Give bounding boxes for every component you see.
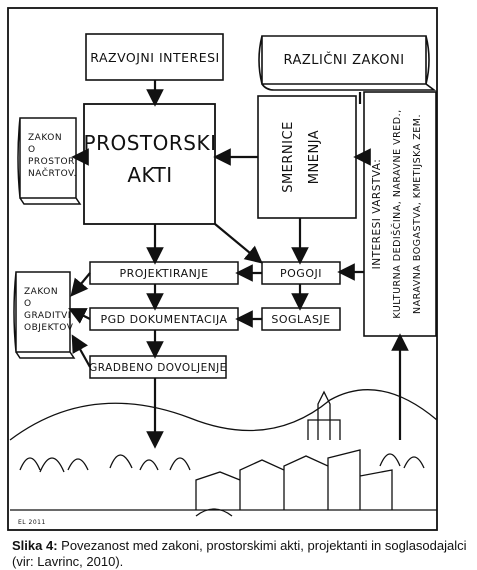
razlicni-zakoni-label: RAZLIČNI ZAKONI [283,52,404,68]
bridge [195,508,233,517]
prostorski-akti-line2: AKTI [127,163,172,187]
trees [19,453,425,473]
book1-line3: PROSTOR. [28,157,78,167]
prostorski-akti-line1: PROSTORSKI [84,131,217,155]
razlicni-zakoni-scroll [258,35,437,91]
figure-caption: Slika 4: Povezanost med zakoni, prostors… [12,538,467,570]
book1-line4: NAČRTOV. [28,167,77,179]
caption-label: Slika 4: [12,538,58,553]
zakon-graditvi-book [13,271,76,359]
gradbeno-label: GRADBENO DOVOLJENJE [89,362,227,374]
book2-line1: ZAKON [24,287,58,297]
landscape-illustration [9,389,438,517]
church [307,390,341,440]
interesi-varstva-line3: NARAVNA BOGASTVA, KMETIJSKA ZEM. [412,114,423,314]
interesi-varstva-line1: INTERESI VARSTVA: [371,159,383,270]
hills [9,389,438,441]
razvojni-interesi-box [85,33,224,81]
zakon-prostor-book [17,117,82,205]
razvojni-interesi-label: RAZVOJNI INTERESI [90,50,219,65]
smernice-label: SMERNICE [281,121,296,193]
buildings [195,449,393,510]
book1-line2: O [28,145,36,155]
book2-line2: O [24,299,32,309]
smernice-mnenja-box [257,95,357,219]
flow-arrows [68,80,409,449]
soglasje-label: SOGLASJE [271,313,330,326]
projektiranje-label: PROJEKTIRANJE [119,267,208,280]
prostorski-akti-box [83,103,216,225]
book2-line4: OBJEKTOV [24,323,74,333]
pgd-label: PGD DOKUMENTACIJA [100,313,227,326]
book2-line3: GRADITVI [24,311,71,321]
interesi-varstva-line2: KULTURNA DEDIŠČINA, NARAVNE VRED., [391,109,403,318]
signature: EL 2011 [18,519,46,526]
caption-text: Povezanost med zakoni, prostorskimi akti… [12,538,467,569]
pogoji-label: POGOJI [280,267,322,280]
book1-line1: ZAKON [28,133,62,143]
mnenja-label: MNENJA [307,130,322,184]
